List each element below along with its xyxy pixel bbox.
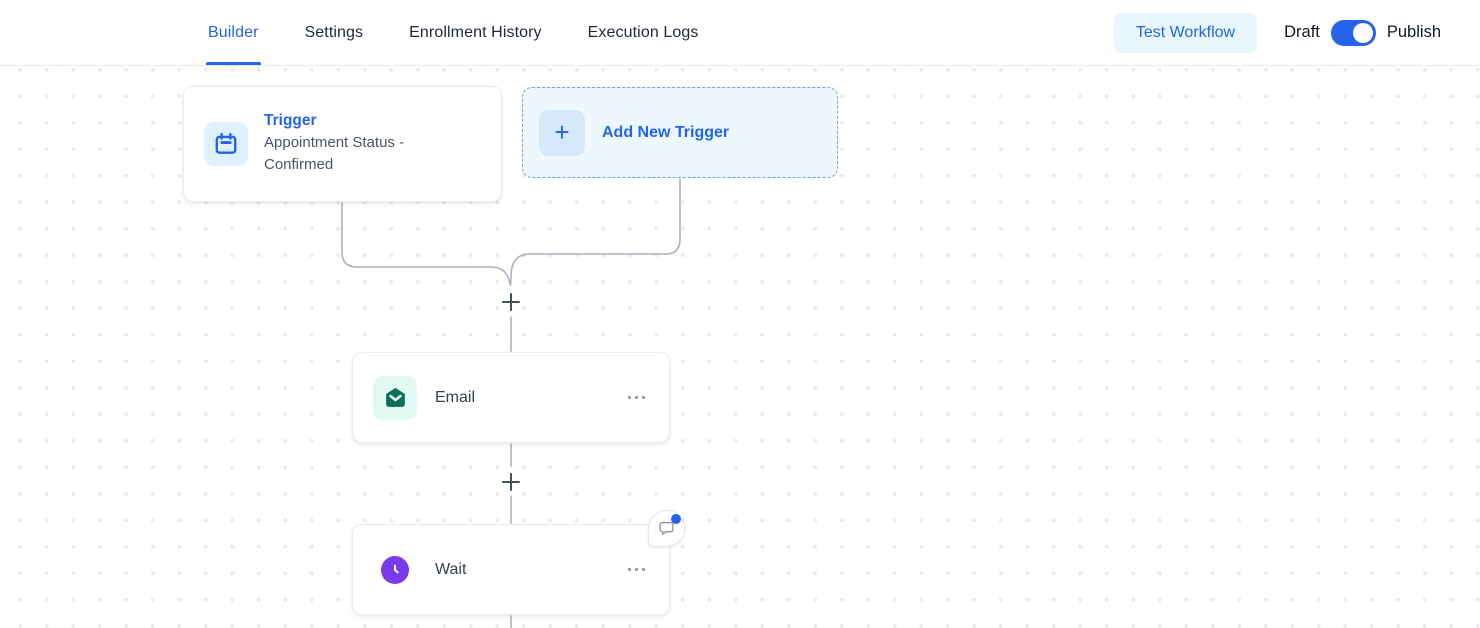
- test-workflow-button[interactable]: Test Workflow: [1113, 12, 1258, 53]
- email-node-label: Email: [435, 388, 476, 406]
- add-step-plus-button-1[interactable]: [502, 293, 520, 311]
- publish-label: Publish: [1386, 23, 1441, 41]
- trigger-texts: Trigger Appointment Status - Confirmed: [264, 112, 476, 176]
- header-actions: Test Workflow Draft Publish: [1113, 0, 1441, 65]
- workflow-header: Builder Settings Enrollment History Exec…: [0, 0, 1480, 66]
- calendar-icon: [215, 132, 237, 154]
- comment-bubble-icon: [659, 521, 674, 536]
- publish-toggle[interactable]: [1330, 19, 1376, 46]
- wait-icon-tile: [381, 555, 409, 584]
- email-icon-tile: [373, 375, 417, 420]
- toggle-knob: [1352, 22, 1373, 43]
- trigger-node-card[interactable]: Trigger Appointment Status - Confirmed: [183, 86, 502, 202]
- clock-icon: [394, 564, 399, 573]
- wait-node-comment-badge[interactable]: [648, 510, 685, 547]
- add-new-trigger-label: Add New Trigger: [602, 123, 730, 141]
- email-node-menu-button[interactable]: [624, 392, 649, 403]
- workflow-canvas[interactable]: Trigger Appointment Status - Confirmed +…: [0, 66, 1480, 628]
- tab-settings[interactable]: Settings: [304, 23, 364, 41]
- add-step-plus-button-2[interactable]: [502, 473, 520, 491]
- workflow-tabs: Builder Settings Enrollment History Exec…: [206, 0, 699, 65]
- comment-notification-dot: [671, 514, 681, 524]
- plus-icon: +: [539, 109, 585, 156]
- trigger-subtitle: Appointment Status - Confirmed: [264, 134, 405, 173]
- wait-node-label: Wait: [435, 560, 467, 578]
- publish-toggle-group: Draft Publish: [1284, 19, 1441, 46]
- wait-node-card[interactable]: Wait: [352, 524, 670, 615]
- trigger-title: Trigger: [264, 112, 317, 129]
- add-new-trigger-card[interactable]: + Add New Trigger: [522, 87, 838, 178]
- connector-trigger-merge-right: [509, 178, 681, 286]
- wait-node-menu-button[interactable]: [624, 564, 649, 575]
- connector-trigger-merge-left: [341, 202, 512, 286]
- draft-label: Draft: [1284, 23, 1320, 41]
- tab-execution-logs[interactable]: Execution Logs: [587, 23, 699, 41]
- tab-builder[interactable]: Builder: [206, 0, 261, 65]
- email-icon: [385, 387, 405, 407]
- email-node-card[interactable]: Email: [352, 352, 670, 443]
- tab-enrollment-history[interactable]: Enrollment History: [409, 23, 542, 41]
- trigger-icon-tile: [204, 122, 248, 166]
